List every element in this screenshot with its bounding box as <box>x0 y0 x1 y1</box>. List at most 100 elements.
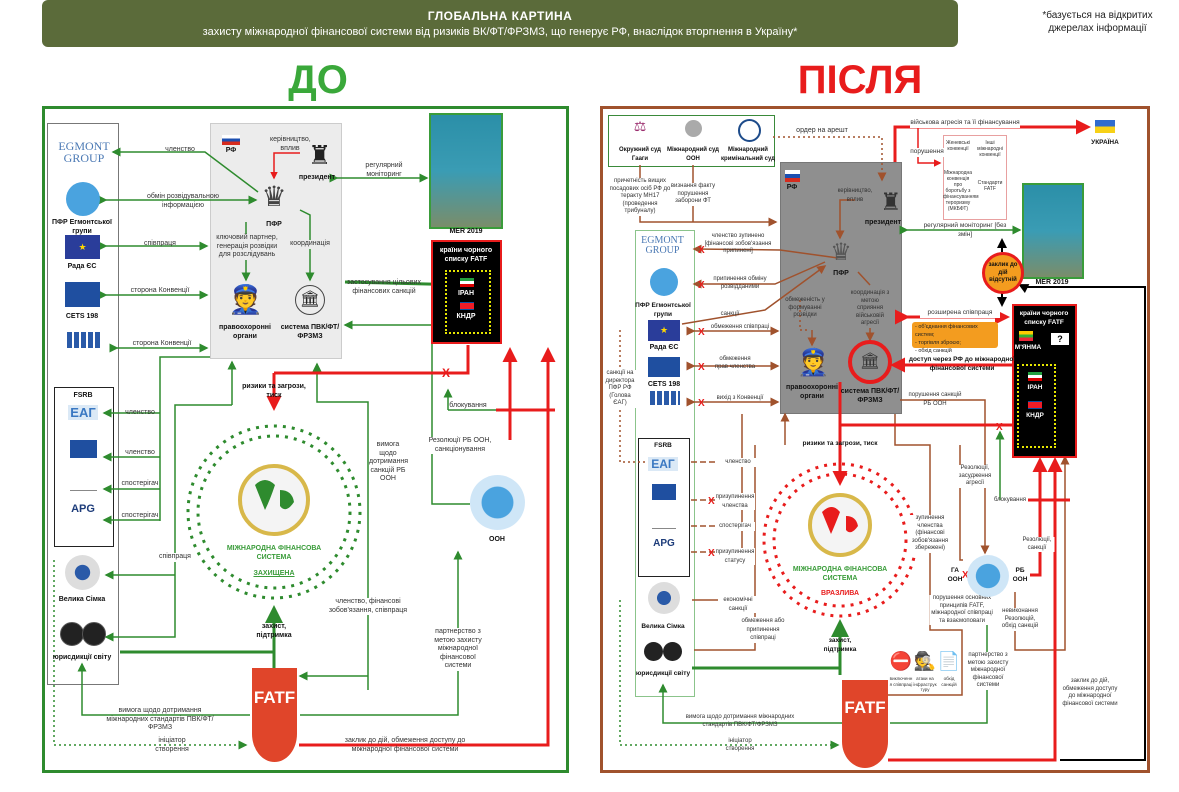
fiu-label: ПФР <box>833 270 849 277</box>
un-violation-label: порушення санкцій РБ ООН <box>908 392 962 407</box>
monitoring-label: регулярний моніторинг [без змін] <box>923 222 1007 238</box>
document-hand-icon: 📄 <box>937 651 961 671</box>
iran-flag-icon <box>1028 372 1042 381</box>
protection-label: захист, підтримка <box>256 623 292 639</box>
link-label: обмеження співпраці <box>710 324 770 330</box>
moneyval-logo <box>652 484 676 500</box>
link-label: членство <box>718 458 758 467</box>
link-label: блокування <box>993 497 1027 503</box>
g7-label: Велика Сімка <box>641 623 685 630</box>
link-label: членство, фінансові зобов'язання, співпр… <box>328 598 408 615</box>
un-emblem-icon <box>967 555 1009 597</box>
international-partners-column <box>47 123 119 685</box>
link-label: співпраця <box>144 240 176 247</box>
blacklist-box: країни чорного списку FATF ІРАН КНДР <box>431 240 502 344</box>
greco-logo <box>67 332 100 348</box>
rf-label: РФ <box>225 147 237 154</box>
world-map-icon <box>644 642 663 661</box>
ga-un-label: ГА ООН <box>947 567 963 583</box>
un-label: ООН <box>489 536 505 543</box>
blacklist-inner <box>1017 364 1056 448</box>
stamp-icon: ⛔ <box>889 651 913 671</box>
cets-label: CETS 198 <box>65 313 99 320</box>
threat-icon-label: атаки на інфраструктуру <box>913 676 937 692</box>
kremlin-icon: ♜ <box>308 140 332 170</box>
protected-ring-inner <box>196 434 352 590</box>
world-map-icon <box>82 622 106 646</box>
link-label: обмін розвідувальною інформацією <box>147 193 219 209</box>
director-sanctions-label: санкції на директора ПФР РФ (Голова ЄАГ) <box>603 370 637 408</box>
link-label: заклик до дій, обмеження доступу до міжн… <box>1061 678 1119 708</box>
expanded-coop-box: - об'єднання фінансових систем; - торгів… <box>912 322 998 354</box>
cets-label: CETS 198 <box>647 381 681 388</box>
ukraine-flag-icon <box>1095 120 1115 133</box>
link-label: обмеження прав членства <box>714 356 756 370</box>
eu-council-label: Рада ЄС <box>67 263 97 270</box>
documents-box <box>943 135 1007 220</box>
risks-label: ризики та загрози, тиск <box>242 383 306 399</box>
fatf-logo: FATF <box>842 680 888 768</box>
expanded-coop-label: розширена співпраця <box>920 309 1000 318</box>
link-label: ініціатор створення <box>725 738 755 752</box>
fsrb-box <box>638 438 690 577</box>
council-of-europe-icon <box>65 282 100 307</box>
egmont-logo: EGMONT GROUP <box>641 235 684 256</box>
dprk-flag-icon <box>1028 401 1042 409</box>
vulnerable-ring-inner <box>772 472 908 608</box>
mer-report-cover[interactable] <box>1022 183 1084 279</box>
link-label: застосування цільових фінансових санкцій <box>347 279 421 295</box>
link-label: визнання факту порушення заборони ФТ <box>670 183 716 206</box>
link-label: Резолюції, засудження агресії <box>954 465 996 488</box>
svg-text:X: X <box>698 362 705 373</box>
g7-icon <box>65 555 100 590</box>
link-label: ордер на арешт <box>796 127 848 134</box>
fsrb-label: FSRB <box>73 392 93 399</box>
blocked-mark-icon: X <box>442 366 450 380</box>
hague-court-logo: ⚖ <box>633 118 647 134</box>
coop-item: - об'єднання фінансових систем; <box>915 324 978 338</box>
world-map-icon <box>663 642 682 661</box>
after-heading: ПІСЛЯ <box>797 58 923 102</box>
link-label: вимога щодо дотримання міжнародних станд… <box>685 714 795 728</box>
link-label: партнерство з метою захисту міжнародної … <box>428 628 488 671</box>
header-banner: ГЛОБАЛЬНА КАРТИНА захисту міжнародної фі… <box>42 0 958 47</box>
president-label: президент <box>298 174 336 181</box>
link-label: вимога щодо дотримання санкцій РБ ООН <box>369 441 409 484</box>
after-green-links <box>619 225 1022 750</box>
source-note: *базується на відкритих джерелах інформа… <box>1042 10 1153 34</box>
mer-report-cover[interactable] <box>429 113 503 229</box>
blocked-marks: XXX XXX XXX <box>698 245 1003 581</box>
coop-item: - обхід санкцій <box>915 348 952 354</box>
system-status: ЗАХИЩЕНА <box>253 570 295 577</box>
kremlin-icon: ♜ <box>880 189 902 216</box>
leadership-label: керівництво, вплив <box>270 136 311 152</box>
svg-text:X: X <box>708 548 715 559</box>
system-status: ВРАЗЛИВА <box>820 590 860 597</box>
before-heading: ДО <box>288 58 348 102</box>
international-partners-column <box>635 230 695 697</box>
council-of-europe-icon <box>648 357 680 377</box>
globe-icon <box>650 268 678 296</box>
fsrb-label: FSRB <box>654 442 672 449</box>
mer-label: MER 2019 <box>449 228 483 235</box>
russia-box <box>780 162 902 414</box>
link-label: регулярний моніторинг <box>365 162 403 178</box>
svg-text:X: X <box>962 570 969 581</box>
system-title: МІЖНАРОДНА ФІНАНСОВА СИСТЕМА <box>226 545 322 561</box>
eag-logo: ЕАГ <box>68 405 98 420</box>
before-red-links <box>266 152 556 747</box>
link-label: припинення обміну розвідданими <box>713 276 767 290</box>
ukraine-label: УКРАЇНА <box>1091 139 1119 146</box>
coordination-label: координація <box>285 240 335 249</box>
risks-label: ризики та загрози, тиск <box>802 440 878 447</box>
bank-icon: 🏛 <box>859 353 881 370</box>
link-label: сторона Конвенції <box>130 287 190 294</box>
iran-label: ІРАН <box>457 290 475 297</box>
apg-logo: APG <box>653 538 675 549</box>
link-label: санкції <box>720 311 740 317</box>
eu-council-label: Рада ЄС <box>649 344 679 351</box>
apg-logo: APG <box>71 503 95 515</box>
eag-logo: ЕАГ <box>648 457 678 471</box>
blacklist-title: країни чорного списку FATF <box>439 247 493 263</box>
